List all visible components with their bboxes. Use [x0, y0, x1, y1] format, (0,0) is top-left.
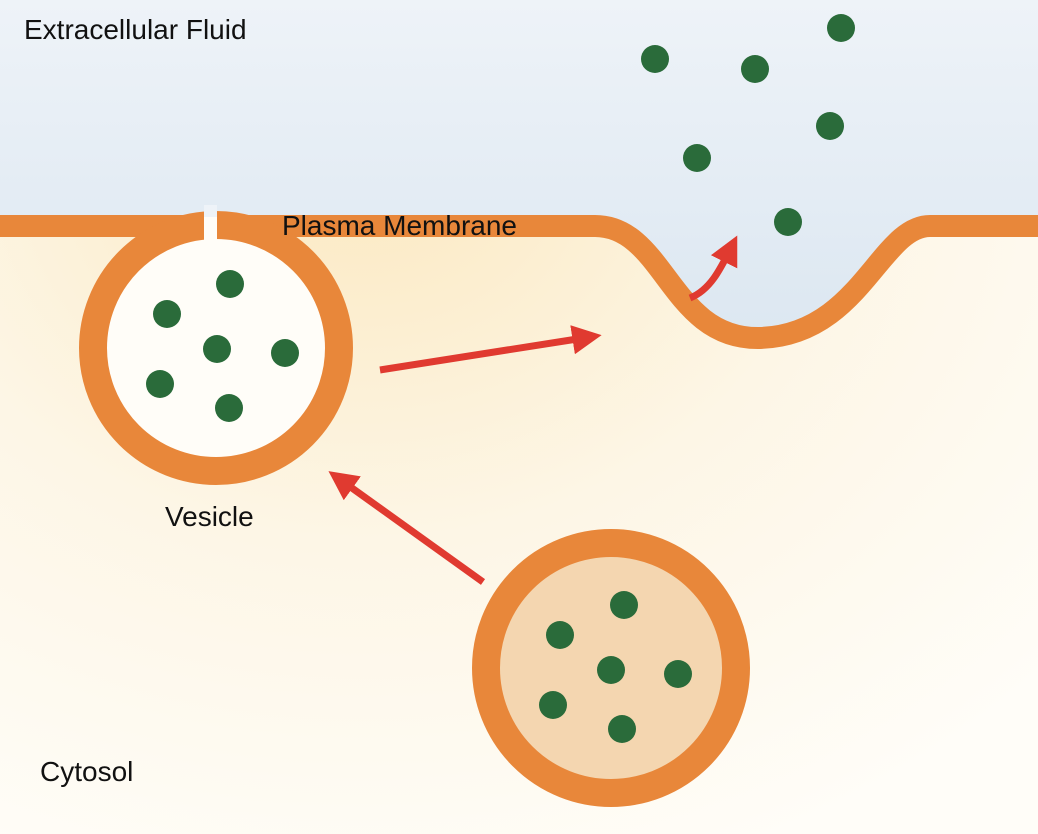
cargo-dot — [608, 715, 636, 743]
cargo-dot — [597, 656, 625, 684]
plasma-membrane-label: Plasma Membrane — [282, 210, 517, 241]
cargo-dot — [215, 394, 243, 422]
cargo-dot — [816, 112, 844, 140]
vesicle-neck-gap — [204, 208, 217, 258]
vesicle-neck-gap-top — [204, 205, 217, 217]
cargo-dot — [153, 300, 181, 328]
arrow-to-fusing-vesicle — [328, 471, 486, 585]
extracellular-fluid-label: Extracellular Fluid — [24, 14, 247, 45]
cargo-dot — [774, 208, 802, 236]
cargo-dot — [546, 621, 574, 649]
cargo-dot — [827, 14, 855, 42]
cargo-dot — [271, 339, 299, 367]
cytosol-label: Cytosol — [40, 756, 134, 787]
cargo-approaching-vesicle — [539, 591, 692, 743]
cargo-dot — [683, 144, 711, 172]
cargo-dot — [203, 335, 231, 363]
cargo-dot — [539, 691, 567, 719]
cargo-dot — [146, 370, 174, 398]
cargo-released — [641, 14, 855, 236]
cargo-dot — [216, 270, 244, 298]
arrow-release — [688, 235, 738, 302]
cargo-dot — [741, 55, 769, 83]
extracellular-region — [0, 0, 1038, 339]
arrow-to-membrane-pocket — [379, 325, 602, 374]
cargo-fusing-vesicle — [146, 270, 299, 422]
plasma-membrane-right — [217, 215, 1038, 350]
vesicle-label: Vesicle — [165, 501, 254, 532]
cargo-dot — [664, 660, 692, 688]
cargo-dot — [610, 591, 638, 619]
cargo-dot — [641, 45, 669, 73]
